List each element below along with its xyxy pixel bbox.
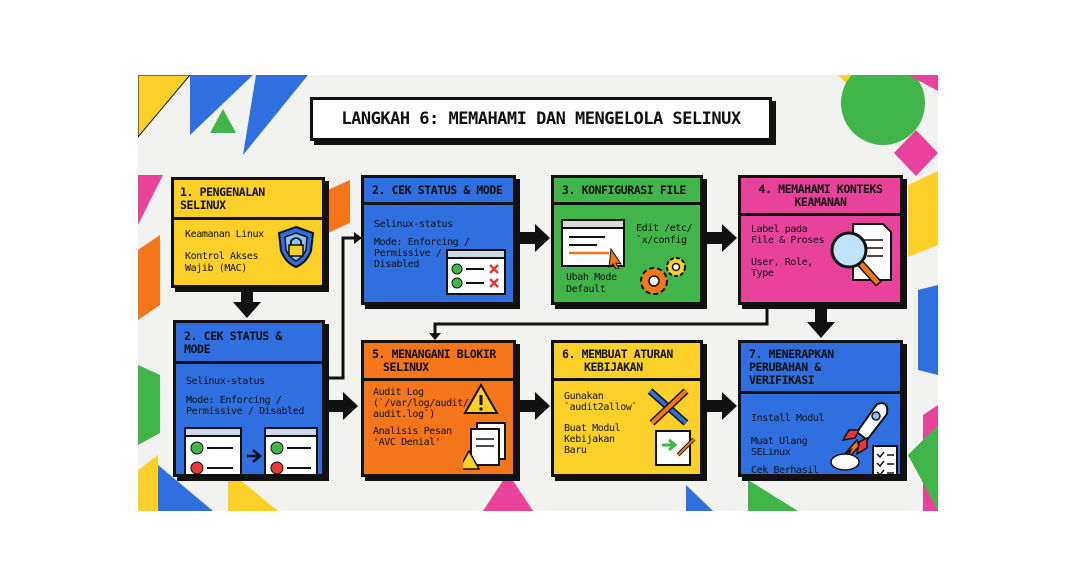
step-7-line-4: Cek Berhasil bbox=[751, 465, 819, 476]
step-5-line-5: 'AVC Denial' bbox=[373, 437, 441, 448]
step-2b-heading-text: 2. CEK STATUS & MODE bbox=[184, 329, 282, 356]
step-card-5: 5. MENANGANI BLOKIR SELINUX Audit Log (`… bbox=[361, 340, 516, 477]
step-6-heading-line-1: 6. MEMBUAT ATURAN bbox=[562, 347, 673, 361]
step-3-line-1: Edit /etc/ bbox=[636, 223, 693, 234]
step-1-line-1: Keamanan Linux bbox=[185, 229, 264, 240]
step-4-line-4: Type bbox=[751, 268, 774, 279]
step-5-line-4: Analisis Pesan bbox=[373, 426, 452, 437]
tools-document-icon bbox=[647, 388, 696, 466]
checklist-window-icon bbox=[446, 249, 506, 295]
step-5-line-3: audit.log`) bbox=[373, 409, 435, 420]
step-7-line-2: Muat Ulang bbox=[751, 436, 808, 447]
step-card-1: 1. PENGENALAN SELINUX Keamanan Linux Kon… bbox=[171, 177, 325, 288]
rocket-checklist-icon bbox=[830, 402, 898, 474]
step-2a-line-4: Disabled bbox=[374, 259, 419, 270]
step-4-line-3: User, Role, bbox=[751, 257, 813, 268]
step-6-line-2: `audit2allow` bbox=[564, 402, 638, 413]
step-card-4: 4. MEMAHAMI KONTEKS KEAMANAN Label pada … bbox=[738, 175, 903, 305]
step-card-1-heading: 1. PENGENALAN SELINUX bbox=[174, 180, 322, 220]
step-4-line-1: Label pada bbox=[751, 224, 808, 235]
step-card-6: 6. MEMBUAT ATURAN KEBIJAKAN Gunakan `aud… bbox=[551, 340, 703, 477]
step-2b-line-2: Mode: Enforcing / bbox=[186, 395, 282, 406]
step-card-2a: 2. CEK STATUS & MODE Selinux-status Mode… bbox=[361, 175, 516, 305]
magnifier-document-icon bbox=[830, 223, 892, 287]
decorative-shapes bbox=[138, 75, 938, 511]
step-2a-line-2: Mode: Enforcing / bbox=[374, 237, 470, 248]
terminal-window-icon bbox=[561, 219, 625, 269]
step-7-heading-line-2: PERUBAHAN & VERIFIKASI bbox=[749, 360, 821, 387]
step-3-line-3: Ubah Mode bbox=[566, 272, 617, 283]
step-5-line-2: (`/var/log/audit/ bbox=[373, 398, 469, 409]
step-card-2b: 2. CEK STATUS & MODE Selinux-status Mode… bbox=[173, 320, 325, 477]
step-card-4-heading: 4. MEMAHAMI KONTEKS KEAMANAN bbox=[741, 178, 900, 216]
shield-lock-icon bbox=[277, 225, 315, 269]
step-5-heading-line-2: SELINUX bbox=[383, 360, 429, 374]
step-3-line-4: Default bbox=[566, 284, 606, 295]
step-6-line-3: Buat Modul bbox=[564, 423, 621, 434]
step-2b-line-1: Selinux-status bbox=[186, 376, 265, 387]
step-5-heading-line-1: 5. MENANGANI BLOKIR bbox=[372, 347, 496, 361]
step-7-heading-line-1: 7. MENERAPKAN bbox=[749, 347, 834, 361]
step-2b-line-3: Permissive / Disabled bbox=[186, 406, 305, 417]
step-2a-line-1: Selinux-status bbox=[374, 219, 453, 230]
step-card-3-heading: 3. KONFIGURASI FILE bbox=[554, 178, 700, 205]
title-banner: LANGKAH 6: MEMAHAMI DAN MENGELOLA SELINU… bbox=[310, 97, 772, 141]
step-card-3: 3. KONFIGURASI FILE Edit /etc/ `x/config… bbox=[551, 175, 703, 305]
step-5-line-1: Audit Log bbox=[373, 387, 424, 398]
step-6-line-4: Kebijakan bbox=[564, 434, 615, 445]
step-4-heading-line-1: 4. MEMAHAMI KONTEKS bbox=[758, 182, 883, 196]
page-title: LANGKAH 6: MEMAHAMI DAN MENGELOLA SELINU… bbox=[341, 109, 741, 129]
step-card-7-heading: 7. MENERAPKAN PERUBAHAN & VERIFIKASI bbox=[741, 343, 900, 394]
step-card-6-heading: 6. MEMBUAT ATURAN KEBIJAKAN bbox=[554, 343, 700, 381]
step-6-line-1: Gunakan bbox=[564, 391, 604, 402]
step-3-heading-text: 3. KONFIGURASI FILE bbox=[562, 183, 686, 197]
step-card-7: 7. MENERAPKAN PERUBAHAN & VERIFIKASI Ins… bbox=[738, 340, 903, 477]
step-4-heading-line-2: KEAMANAN bbox=[794, 195, 847, 209]
step-4-line-2: File & Proses bbox=[751, 235, 825, 246]
step-1-line-3: Wajib (MAC) bbox=[185, 263, 247, 274]
step-card-2a-heading: 2. CEK STATUS & MODE bbox=[364, 178, 513, 205]
step-6-line-5: Baru bbox=[564, 445, 587, 456]
step-card-2b-heading: 2. CEK STATUS & MODE bbox=[176, 323, 322, 364]
step-7-line-1: Install Modul bbox=[751, 413, 825, 424]
step-2a-line-3: Permissive / bbox=[374, 248, 442, 259]
step-3-line-2: `x/config bbox=[636, 235, 687, 246]
step-2a-heading-text: 2. CEK STATUS & MODE bbox=[372, 183, 503, 197]
step-1-line-2: Kontrol Akses bbox=[185, 251, 259, 262]
step-7-line-3: SELinux bbox=[751, 447, 791, 458]
step-6-heading-line-2: KEBIJAKAN bbox=[584, 360, 643, 374]
status-windows-icon bbox=[184, 427, 318, 474]
step-card-5-heading: 5. MENANGANI BLOKIR SELINUX bbox=[364, 343, 513, 381]
warning-documents-icon bbox=[463, 383, 506, 470]
gears-icon bbox=[640, 257, 686, 295]
step-1-heading-text: 1. PENGENALAN SELINUX bbox=[180, 185, 265, 212]
